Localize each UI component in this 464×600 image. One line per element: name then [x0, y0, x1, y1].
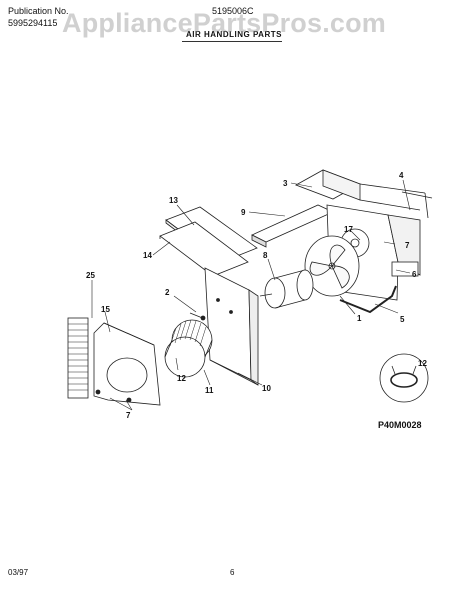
- callout-3: 3: [283, 179, 288, 188]
- callout-7a: 7: [405, 241, 410, 250]
- filter-panel-14: [159, 221, 249, 277]
- callout-4: 4: [399, 171, 404, 180]
- leader-lines: [91, 179, 411, 411]
- callout-25: 25: [86, 271, 95, 280]
- callout-7b: 7: [126, 411, 131, 420]
- callout-2: 2: [165, 288, 170, 297]
- watermark: AppliancePartsPros.com: [62, 8, 387, 38]
- callout-15: 15: [101, 305, 110, 314]
- drawing-code: P40M0028: [378, 420, 422, 430]
- callout-6: 6: [412, 270, 417, 279]
- blower-scroll-15: [93, 322, 161, 406]
- callout-1: 1: [357, 314, 362, 323]
- callout-5: 5: [400, 315, 405, 324]
- callout-14: 14: [143, 251, 152, 260]
- title-underline: [182, 41, 282, 42]
- model-number: 5195006C: [212, 6, 254, 16]
- callout-13: 13: [169, 196, 178, 205]
- tubing-5: [339, 285, 397, 314]
- publication-label: Publication No.: [8, 6, 69, 16]
- fan-blade-1: [304, 235, 360, 297]
- partition-10: [204, 267, 259, 386]
- clamp-inset-12: [379, 353, 429, 403]
- footer-page-number: 6: [230, 568, 235, 577]
- section-title: AIR HANDLING PARTS: [186, 30, 282, 39]
- callout-10: 10: [262, 384, 271, 393]
- callout-9: 9: [241, 208, 246, 217]
- callout-12b: 12: [418, 359, 427, 368]
- footer-date: 03/97: [8, 568, 29, 577]
- blower-wheel-11: [164, 319, 213, 378]
- callout-8: 8: [263, 251, 268, 260]
- motor-8: [259, 269, 314, 309]
- callout-17: 17: [344, 225, 353, 234]
- callout-11: 11: [205, 386, 214, 395]
- callout-12a: 12: [177, 374, 186, 383]
- grille-25: [67, 317, 89, 399]
- publication-number: 5995294115: [8, 18, 58, 28]
- rear-bracket-3: [295, 169, 433, 219]
